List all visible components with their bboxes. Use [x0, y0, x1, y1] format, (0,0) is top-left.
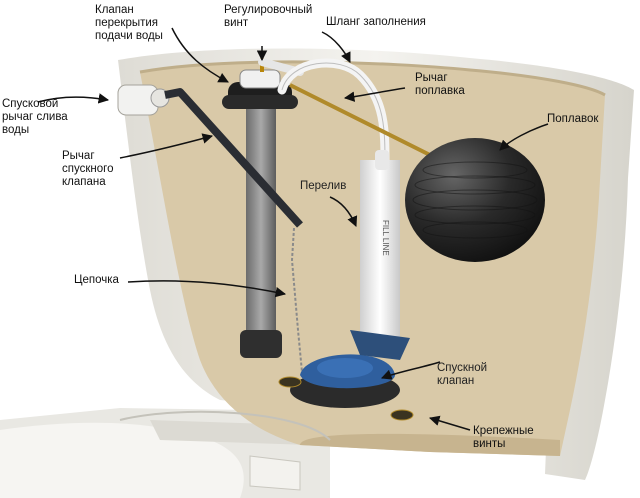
flush-handle	[117, 84, 170, 116]
mount-screws	[278, 376, 414, 421]
overflow-tube: FILL LINE	[360, 150, 400, 350]
trip-lever-arm	[164, 88, 303, 228]
label-flush-valve: Спускной клапан	[437, 362, 488, 387]
flapper	[290, 330, 410, 408]
label-float-lever: Рычаг поплавка	[415, 72, 465, 97]
label-flush-lever: Спусковой рычаг слива воды	[2, 98, 68, 136]
label-adjust-screw: Регулировочный винт	[224, 4, 313, 29]
label-trip-lever: Рычаг спускного клапана	[62, 150, 114, 188]
fill-valve	[222, 58, 304, 358]
chain	[290, 227, 303, 373]
float-ball	[405, 138, 545, 262]
label-chain: Цепочка	[74, 274, 119, 286]
toilet-base	[0, 408, 330, 498]
label-overflow: Перелив	[300, 180, 347, 192]
leader-arrows	[37, 27, 549, 431]
label-water-shutoff-valve: Клапан перекрытия подачи воды	[95, 4, 163, 42]
label-fill-hose: Шланг заполнения	[326, 16, 426, 28]
overflow-tube-text: FILL LINE	[381, 220, 390, 256]
float-lever-rod	[289, 83, 441, 162]
label-float: Поплавок	[547, 113, 599, 125]
label-mounting-screws: Крепежные винты	[473, 425, 534, 450]
